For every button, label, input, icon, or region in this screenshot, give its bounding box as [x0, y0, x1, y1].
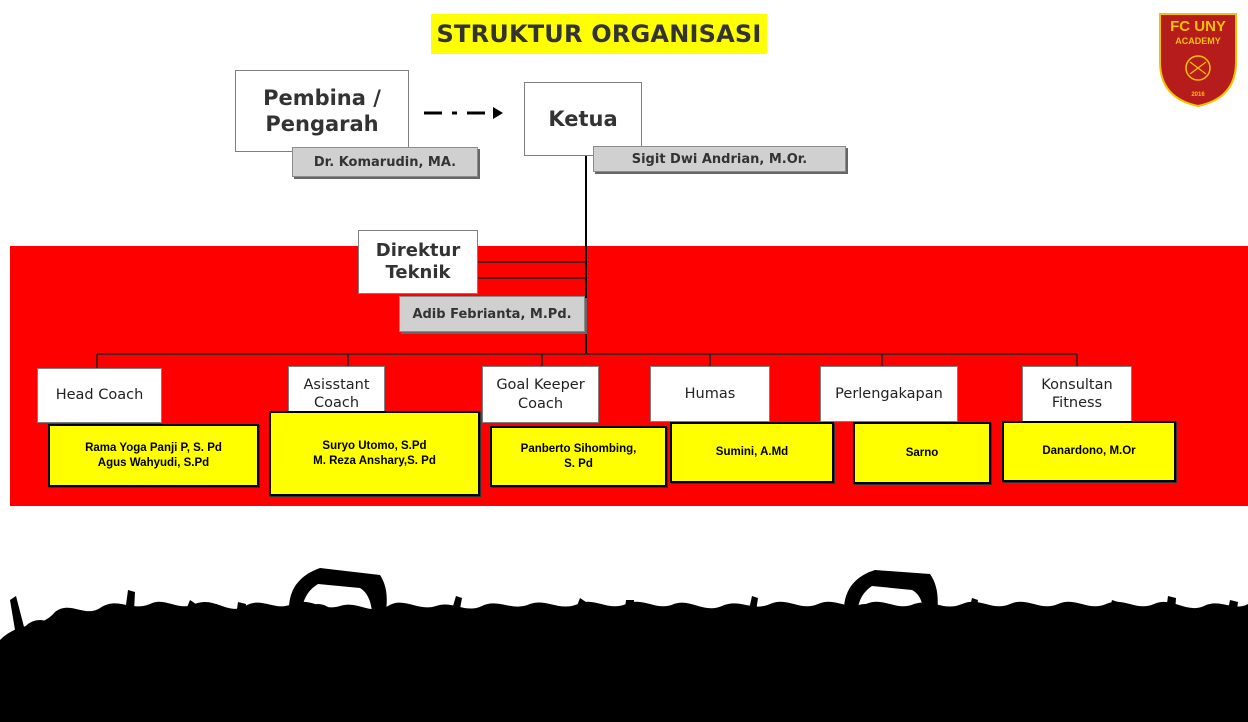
persons-goal-keeper-coach: Panberto Sihombing, S. Pd [490, 426, 667, 487]
role-label-line1: Perlengakapan [835, 385, 943, 402]
person-name: S. Pd [564, 457, 593, 470]
logo-top-text: FC UNY [1170, 18, 1226, 35]
role-label-line1: Asisstant [303, 376, 370, 393]
person-name: M. Reza Anshary,S. Pd [313, 454, 436, 467]
crowd-silhouette [0, 568, 1248, 722]
role-perlengakapan: Perlengakapan [820, 366, 958, 422]
persons-konsultan-fitness: Danardono, M.Or [1002, 421, 1176, 482]
person-name: Danardono, M.Or [1042, 445, 1136, 458]
person-name: Sarno [905, 446, 939, 459]
role-label-line1: Goal Keeper [496, 377, 585, 394]
role-label-line2: Coach [517, 395, 564, 412]
persons-perlengakapan: Sarno [853, 422, 991, 484]
person-name: Suryo Utomo, S.Pd [322, 439, 427, 452]
node-direktur-teknik: Direktur Teknik [358, 230, 478, 294]
direktur-label-line1: Direktur [375, 239, 461, 261]
persons-asisstant-coach: Suryo Utomo, S.Pd M. Reza Anshary,S. Pd [269, 411, 480, 496]
pembina-label-line2: Pengarah [265, 112, 379, 136]
role-konsultan-fitness: Konsultan Fitness [1022, 366, 1132, 422]
persons-head-coach: Rama Yoga Panji P, S. Pd Agus Wahyudi, S… [48, 424, 259, 487]
role-label-line2: Fitness [1051, 395, 1103, 411]
persons-humas: Sumini, A.Md [670, 422, 834, 483]
node-ketua: Ketua [524, 82, 642, 156]
direktur-label-line2: Teknik [385, 262, 451, 283]
logo-year-text: 2016 [1191, 92, 1205, 98]
pembina-nameplate: Dr. Komarudin, MA. [292, 147, 478, 177]
role-goal-keeper-coach: Goal Keeper Coach [482, 366, 599, 423]
page-title: STRUKTUR ORGANISASI [431, 14, 767, 54]
role-label-line1: Konsultan [1041, 376, 1113, 393]
logo-sub-text: ACADEMY [1175, 36, 1221, 46]
person-name: Panberto Sihombing, [520, 442, 637, 455]
role-humas: Humas [650, 366, 770, 422]
node-pembina: Pembina / Pengarah [235, 70, 409, 152]
direktur-nameplate: Adib Febrianta, M.Pd. [399, 296, 585, 332]
person-name: Sumini, A.Md [715, 446, 789, 459]
person-name: Rama Yoga Panji P, S. Pd [85, 441, 222, 454]
person-name: Agus Wahyudi, S.Pd [97, 456, 210, 469]
role-label-line2: Coach [313, 395, 360, 411]
pembina-label-line1: Pembina / [263, 85, 381, 110]
role-label-line1: Humas [684, 385, 736, 402]
ketua-nameplate: Sigit Dwi Andrian, M.Or. [593, 146, 846, 172]
club-logo [1159, 13, 1237, 108]
arrow-head-icon [493, 107, 503, 119]
role-label-line1: Head Coach [55, 387, 144, 404]
role-head-coach: Head Coach [37, 368, 162, 423]
